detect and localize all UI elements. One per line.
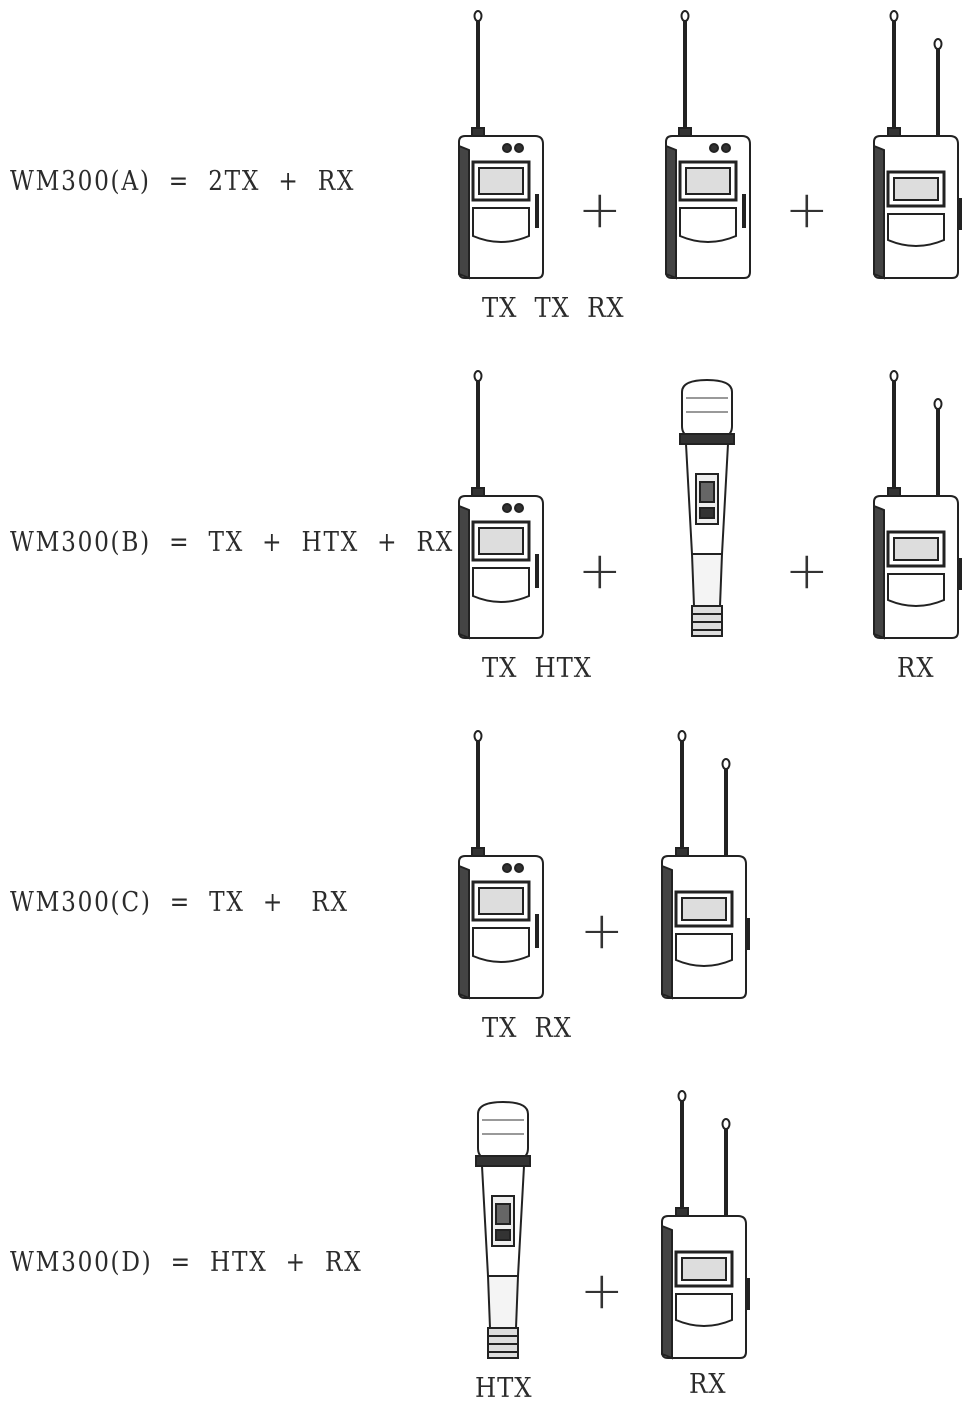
device-caption: TX RX <box>482 1013 572 1044</box>
bodypack-transmitter-icon <box>455 8 547 280</box>
dual-antenna-receiver-icon <box>656 1088 752 1360</box>
device-caption: HTX <box>475 1373 533 1404</box>
bodypack-transmitter-icon <box>455 368 547 640</box>
device-caption: RX <box>689 1369 727 1400</box>
device-caption: TX TX RX <box>482 293 625 324</box>
formula-wm300-c: WM300(C) = TX + RX <box>10 887 349 918</box>
dual-antenna-receiver-icon <box>868 8 964 280</box>
device-caption: TX HTX <box>482 653 592 684</box>
formula-wm300-b: WM300(B) = TX + HTX + RX <box>10 527 454 558</box>
formula-wm300-d: WM300(D) = HTX + RX <box>10 1247 363 1278</box>
plus-sign: + <box>580 901 624 961</box>
bodypack-transmitter-icon <box>455 728 547 1000</box>
plus-sign: + <box>785 180 829 240</box>
dual-antenna-receiver-icon <box>656 728 752 1000</box>
plus-sign: + <box>785 541 829 601</box>
device-caption: RX <box>897 653 935 684</box>
plus-sign: + <box>580 1261 624 1321</box>
plus-sign: + <box>578 541 622 601</box>
bodypack-transmitter-icon <box>662 8 754 280</box>
formula-wm300-a: WM300(A) = 2TX + RX <box>10 166 356 197</box>
dual-antenna-receiver-icon <box>868 368 964 640</box>
handheld-microphone-icon <box>472 1100 534 1362</box>
plus-sign: + <box>578 180 622 240</box>
handheld-microphone-icon <box>676 378 738 640</box>
